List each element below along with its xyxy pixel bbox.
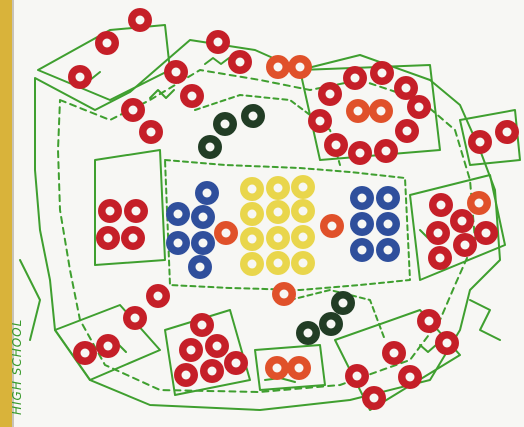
sticker-hole — [353, 372, 362, 381]
sticker-hole — [199, 213, 208, 222]
sticker-hole — [304, 329, 313, 338]
sticker-hole — [206, 143, 215, 152]
sticker-hole — [174, 239, 183, 248]
sticker-hole — [182, 371, 191, 380]
sticker-hole — [370, 394, 379, 403]
sticker-hole — [458, 217, 467, 226]
sticker-hole — [221, 120, 230, 129]
sticker-hole — [437, 201, 446, 210]
sticker-hole — [503, 128, 512, 137]
sticker-hole — [236, 58, 245, 67]
sticker-hole — [104, 234, 113, 243]
sticker-hole — [328, 222, 337, 231]
sticker-hole — [402, 84, 411, 93]
sticker-hole — [274, 234, 283, 243]
sticker-hole — [299, 207, 308, 216]
sticker-hole — [415, 103, 424, 112]
sticker-hole — [198, 321, 207, 330]
sticker-hole — [384, 194, 393, 203]
sticker-hole — [208, 367, 217, 376]
sticker-hole — [358, 194, 367, 203]
sticker-hole — [296, 63, 305, 72]
sticker-hole — [295, 364, 304, 373]
sticker-hole — [443, 339, 452, 348]
sticker-hole — [434, 229, 443, 238]
sticker-hole — [103, 39, 112, 48]
sticker-hole — [406, 373, 415, 382]
sticker-hole — [136, 16, 145, 25]
sticker-hole — [482, 229, 491, 238]
sticker-hole — [129, 234, 138, 243]
sticker-hole — [332, 141, 341, 150]
sticker-hole — [403, 127, 412, 136]
sticker-hole — [390, 349, 399, 358]
sticker-hole — [326, 90, 335, 99]
sticker-hole — [299, 259, 308, 268]
sticker-hole — [356, 149, 365, 158]
sticker-hole — [316, 117, 325, 126]
sticker-hole — [248, 260, 257, 269]
sticker-hole — [351, 74, 360, 83]
sticker-hole — [214, 38, 223, 47]
sticker-hole — [377, 107, 386, 116]
sticker-hole — [382, 147, 391, 156]
sticker-hole — [436, 254, 445, 263]
sticker-hole — [327, 320, 336, 329]
sticker-hole — [104, 342, 113, 351]
sticker-hole — [339, 299, 348, 308]
caption-label: HIGH SCHOOL — [10, 319, 24, 415]
sticker-hole — [274, 259, 283, 268]
sticker-hole — [106, 207, 115, 216]
sticker-hole — [249, 112, 258, 121]
sticker-hole — [187, 346, 196, 355]
sticker-hole — [81, 349, 90, 358]
sticker-hole — [213, 342, 222, 351]
sticker-hole — [425, 317, 434, 326]
sticker-hole — [475, 199, 484, 208]
sticker-hole — [274, 208, 283, 217]
sticker-hole — [222, 229, 231, 238]
sticker-hole — [174, 210, 183, 219]
sticker-hole — [199, 239, 208, 248]
sticker-hole — [384, 220, 393, 229]
sticker-hole — [172, 68, 181, 77]
sticker-hole — [273, 364, 282, 373]
sticker-hole — [196, 263, 205, 272]
sticker-hole — [188, 92, 197, 101]
sticker-hole — [299, 183, 308, 192]
sticker-hole — [248, 235, 257, 244]
sticker-hole — [131, 314, 140, 323]
sticker-hole — [76, 73, 85, 82]
sticker-hole — [384, 246, 393, 255]
sticker-hole — [203, 189, 212, 198]
sticker-hole — [147, 128, 156, 137]
sticker-hole — [248, 185, 257, 194]
sticker-hole — [461, 241, 470, 250]
sticker-hole — [232, 359, 241, 368]
sticker-hole — [358, 246, 367, 255]
sticker-hole — [354, 107, 363, 116]
sticker-hole — [378, 69, 387, 78]
sticker-hole — [274, 184, 283, 193]
sticker-hole — [129, 106, 138, 115]
sticker-hole — [132, 207, 141, 216]
sticker-hole — [248, 210, 257, 219]
sticker-hole — [476, 138, 485, 147]
sticker-hole — [274, 63, 283, 72]
sticker-hole — [358, 220, 367, 229]
sticker-hole — [154, 292, 163, 301]
sticker-hole — [280, 290, 289, 299]
sticker-hole — [299, 233, 308, 242]
